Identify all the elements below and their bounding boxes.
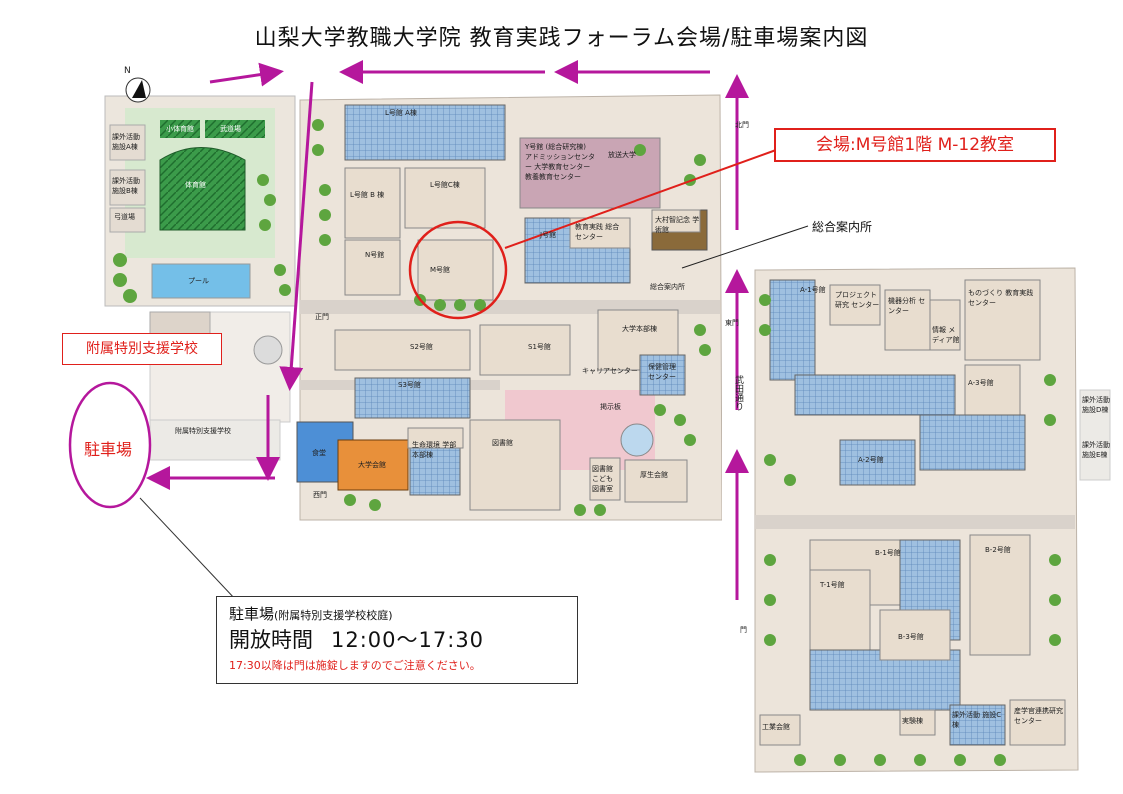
label-shokudo: 食堂: [312, 449, 326, 457]
parking-info-title: 駐車場: [229, 605, 275, 623]
parking-info-line1: 駐車場(附属特別支援学校校庭): [229, 603, 393, 624]
venue-leader-line: [504, 149, 777, 249]
label-project: プロジェクト研究 センター: [835, 291, 880, 309]
venue-callout: 会場:M号館1階 M-12教室: [774, 128, 1056, 162]
label-l-a: L号館 A棟: [385, 109, 417, 117]
label-kousei: 厚生会館: [640, 471, 668, 479]
label-b1: B-1号館: [875, 549, 901, 557]
label-tosho: 図書館: [492, 439, 513, 447]
label-taiikukan: 体育館: [185, 181, 206, 189]
label-honbu: 大学本部棟: [622, 325, 657, 333]
label-bukatsu-d: 課外活動 施設D棟: [1082, 396, 1110, 414]
gymnasium: [159, 147, 246, 231]
label-shotaiiku: 小体育館: [166, 125, 194, 133]
north-arrow-icon: [125, 77, 151, 103]
label-bukatsu-a: 課外活動 施設A棟: [112, 133, 140, 151]
label-sangaku: 産学官連携研究 センター: [1014, 707, 1063, 725]
traffic-arrows: [146, 60, 749, 600]
label-keiji: 掲示板: [600, 403, 621, 411]
label-b3: B-3号館: [898, 633, 924, 641]
fountain: [620, 423, 654, 457]
engineering-campus: [754, 267, 1079, 773]
hours-label: 開放時間: [229, 628, 313, 652]
label-takeda-road: 武田通り: [733, 375, 743, 411]
label-jikken: 実験棟: [902, 717, 923, 725]
page-title: 山梨大学教職大学院 教育実践フォーラム会場/駐車場案内図: [254, 26, 869, 51]
label-yumi: 弓道場: [114, 213, 135, 221]
label-seimon: 正門: [315, 313, 329, 321]
label-kogyo: 工業会館: [762, 723, 790, 731]
label-l-b: L号館 B 棟: [350, 191, 385, 199]
north-label: N: [124, 66, 131, 76]
label-s2: S2号館: [410, 343, 433, 351]
label-s1: S1号館: [528, 343, 551, 351]
label-hoken: 保健管理 センター: [648, 363, 676, 381]
label-kaikan: 大学会館: [358, 461, 386, 469]
label-b2: B-2号館: [985, 546, 1011, 554]
label-omura: 大村智記念 学術館: [655, 216, 700, 234]
label-joho: 情報 メディア館: [932, 326, 960, 344]
attached-school-area: [149, 311, 291, 461]
label-housou: 放送大学: [608, 151, 636, 159]
label-n: N号館: [365, 251, 385, 259]
parking-info-location: (附属特別支援学校校庭): [274, 609, 393, 622]
label-kodomo: 図書館 こども 図書室: [592, 465, 613, 493]
parking-ellipse: [68, 381, 152, 509]
parking-info-box: 駐車場(附属特別支援学校校庭) 開放時間 12:00〜17:30 17:30以降は…: [216, 596, 578, 684]
label-s3: S3号館: [398, 381, 421, 389]
label-a1: A-1号館: [800, 286, 826, 294]
parking-info-hours: 開放時間 12:00〜17:30: [229, 624, 484, 654]
martial-arts-hall: [205, 120, 265, 138]
info-leader-line: [681, 225, 809, 269]
pool: [151, 263, 251, 299]
label-monozukuri: ものづくり 教育実践センター: [968, 289, 1034, 307]
label-pool: プール: [188, 277, 209, 285]
label-j: J号館: [540, 231, 557, 239]
label-bukatsu-b: 課外活動 施設B棟: [112, 177, 140, 195]
label-sogo-annai: 総合案内所: [650, 283, 685, 291]
label-higashimon: 東門: [725, 319, 739, 327]
label-a3: A-3号館: [968, 379, 994, 387]
label-m: M号館: [430, 266, 451, 274]
parking-label: 駐車場: [84, 440, 133, 459]
venue-highlight-circle: [408, 220, 508, 320]
parking-leader-line: [139, 497, 237, 601]
university-hall: [337, 439, 409, 491]
label-jissen: 教育実践 総合センター: [575, 223, 620, 241]
label-seimei: 生命環境 学部本部棟: [412, 441, 457, 459]
label-fuzoku: 附属特別支援学校: [175, 427, 231, 435]
label-bukatsu-c: 課外活動 施設C棟: [952, 711, 1002, 729]
label-t1: T-1号館: [820, 581, 845, 589]
label-mon: 門: [740, 626, 747, 634]
label-budo: 武道場: [220, 125, 241, 133]
attached-school-callout: 附属特別支援学校: [62, 333, 222, 365]
label-bukatsu-e: 課外活動 施設E棟: [1082, 441, 1110, 459]
label-kitamon: 北門: [735, 121, 749, 129]
label-a2: A-2号館: [858, 456, 884, 464]
small-gym: [160, 120, 200, 138]
label-career: キャリアセンター: [582, 367, 638, 375]
label-y: Y号館 (総合研究棟) アドミッションセンター 大学教育センター 教養教育センタ…: [525, 143, 595, 181]
label-nishimon: 西門: [313, 491, 327, 499]
label-l-c: L号館C棟: [430, 181, 460, 189]
info-desk-label: 総合案内所: [812, 220, 873, 234]
sports-area: [104, 95, 296, 307]
hours-time: 12:00〜17:30: [331, 628, 485, 652]
parking-info-notice: 17:30以降は門は施錠しますのでご注意ください。: [229, 659, 481, 672]
label-kiki: 機器分析 センター: [888, 297, 926, 315]
m-building: [417, 239, 494, 301]
main-campus: [296, 94, 723, 521]
